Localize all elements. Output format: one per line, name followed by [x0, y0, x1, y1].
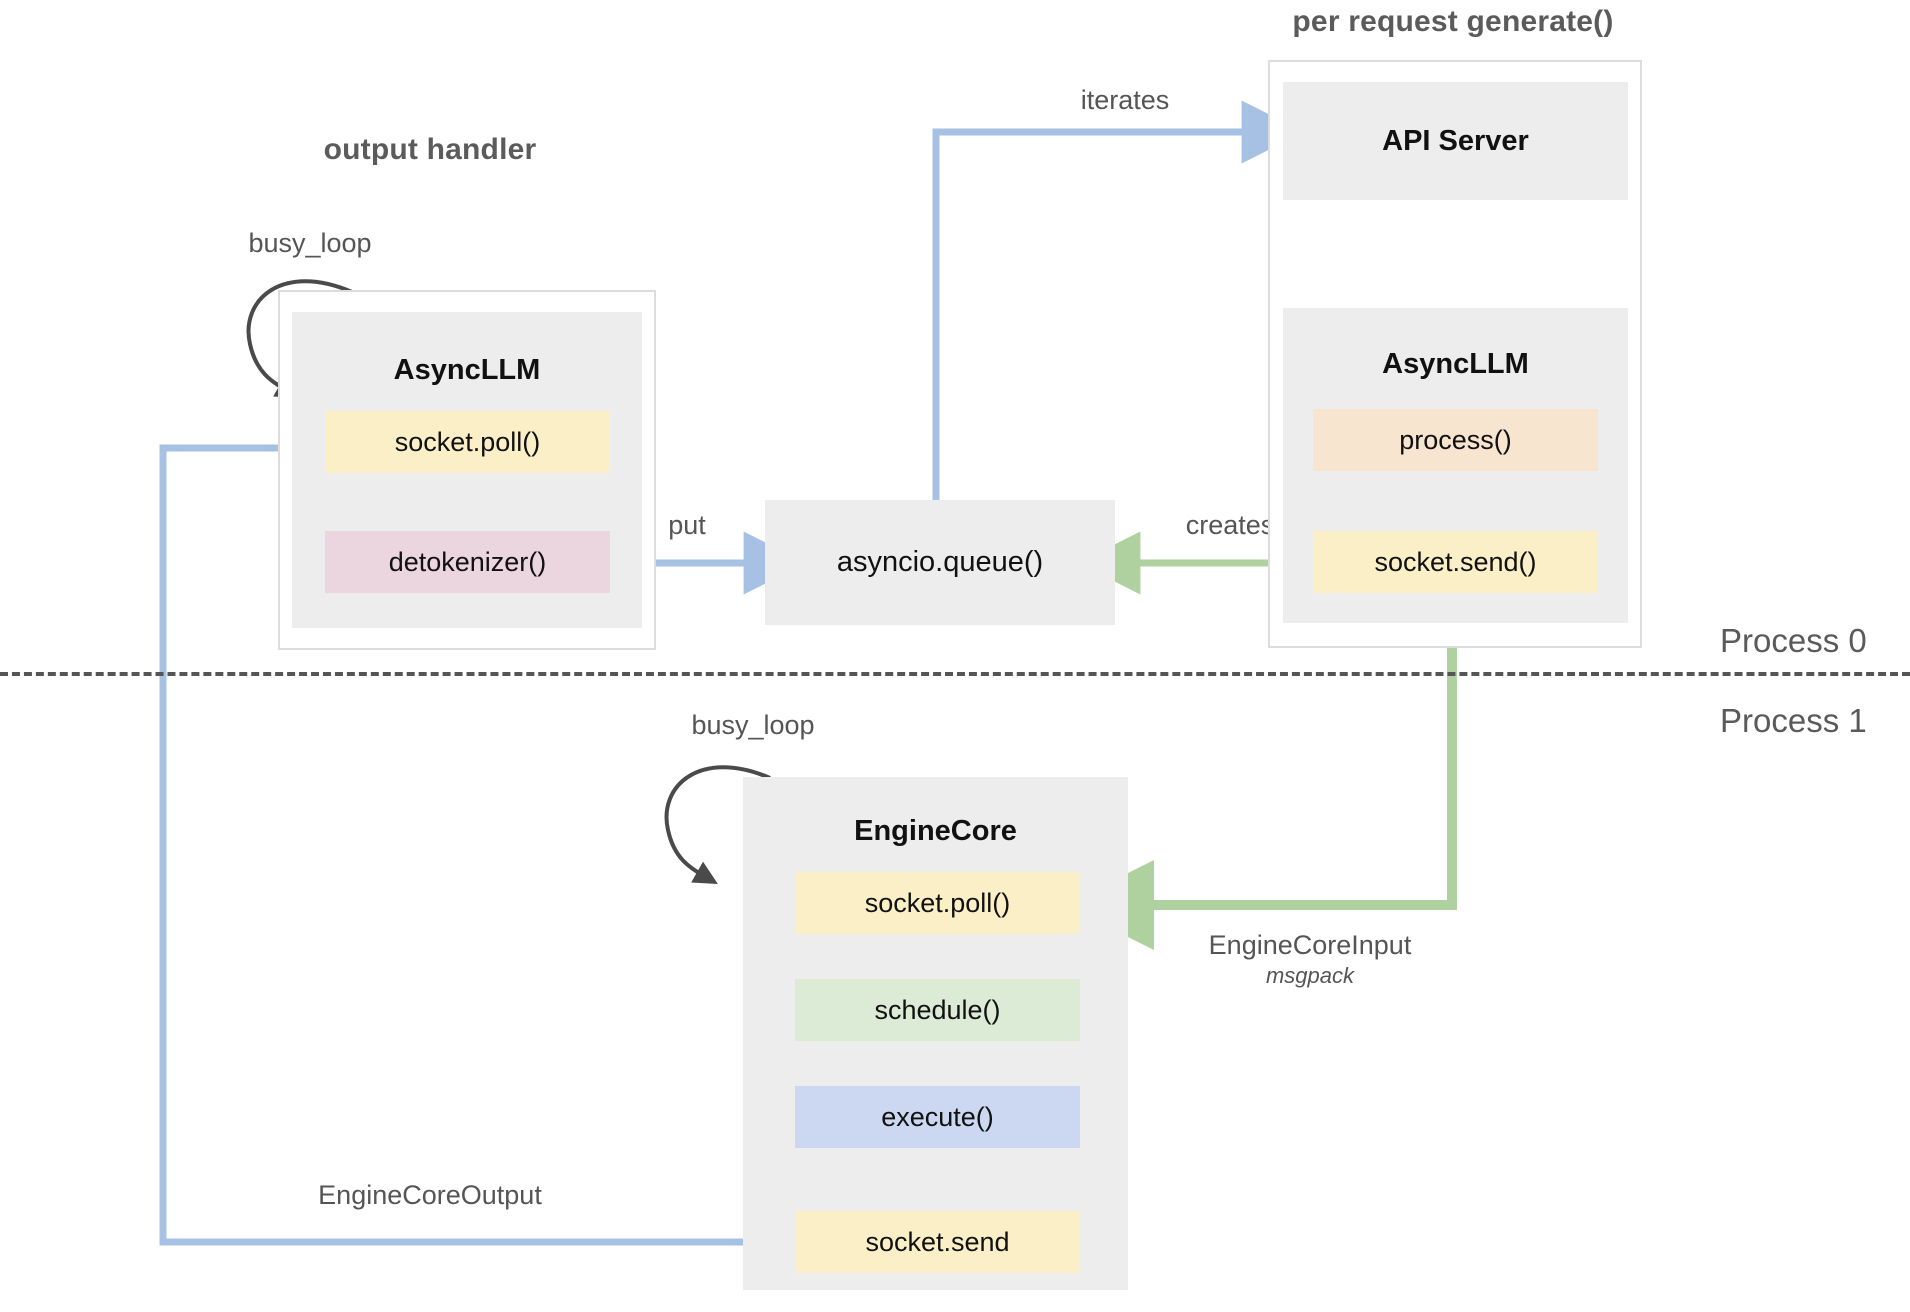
- process-divider: [0, 672, 1910, 676]
- chip-socket-send-engine-core[interactable]: socket.send: [795, 1211, 1080, 1273]
- creates-label: creates: [1185, 510, 1275, 540]
- async-llm-title-output-handler: AsyncLLM: [393, 354, 541, 386]
- engine-core-title: EngineCore: [854, 815, 1017, 847]
- chip-socket-send-api[interactable]: socket.send(): [1313, 531, 1598, 593]
- busy-loop-label-output-handler: busy_loop: [248, 228, 372, 258]
- output-handler-title: output handler: [323, 133, 537, 166]
- chip-execute-engine-core[interactable]: execute(): [795, 1086, 1080, 1148]
- chip-detokenizer-output-handler[interactable]: detokenizer(): [325, 531, 610, 593]
- iterates-label: iterates: [1080, 85, 1170, 115]
- busy-loop-label-engine-core: busy_loop: [691, 710, 815, 740]
- chip-schedule-engine-core[interactable]: schedule(): [795, 979, 1080, 1041]
- api-server-box[interactable]: API Server: [1283, 82, 1628, 200]
- engine-core-input-label-group: EngineCoreInput msgpack: [1145, 930, 1475, 989]
- per-request-generate-title: per request generate(): [1292, 5, 1614, 38]
- put-label: put: [668, 510, 706, 540]
- asyncio-queue-label: asyncio.queue(): [836, 546, 1044, 578]
- process-1-label: Process 1: [1720, 702, 1867, 739]
- iterates-arrow: [932, 100, 1305, 500]
- engine-core-output-label: EngineCoreOutput: [318, 1180, 542, 1210]
- async-llm-title-api: AsyncLLM: [1382, 348, 1529, 380]
- engine-core-input-sublabel: msgpack: [1265, 963, 1355, 988]
- chip-socket-poll-engine-core[interactable]: socket.poll(): [795, 872, 1080, 934]
- chip-socket-poll-output-handler[interactable]: socket.poll(): [325, 411, 610, 473]
- api-server-title: API Server: [1382, 124, 1529, 157]
- process-0-label: Process 0: [1720, 622, 1867, 659]
- engine-core-input-label: EngineCoreInput: [1208, 930, 1412, 960]
- asyncio-queue-box[interactable]: asyncio.queue(): [765, 500, 1115, 625]
- chip-process-api[interactable]: process(): [1313, 409, 1598, 471]
